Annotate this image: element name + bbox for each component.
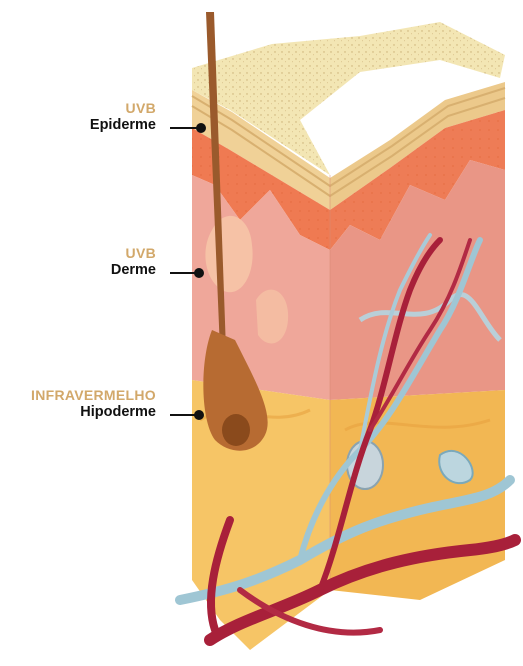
layer-name-label: Epiderme bbox=[90, 117, 156, 134]
label-derme: UVB Derme bbox=[111, 245, 156, 279]
callout-derme bbox=[170, 268, 204, 278]
radiation-type-label: UVB bbox=[90, 100, 156, 117]
label-hipoderme: INFRAVERMELHO Hipoderme bbox=[31, 387, 156, 421]
callout-epiderme bbox=[170, 123, 206, 133]
layer-name-label: Derme bbox=[111, 262, 156, 279]
label-epiderme: UVB Epiderme bbox=[90, 100, 156, 134]
callout-hipoderme bbox=[170, 410, 204, 420]
layer-name-label: Hipoderme bbox=[31, 404, 156, 421]
radiation-type-label: UVB bbox=[111, 245, 156, 262]
radiation-type-label: INFRAVERMELHO bbox=[31, 387, 156, 404]
